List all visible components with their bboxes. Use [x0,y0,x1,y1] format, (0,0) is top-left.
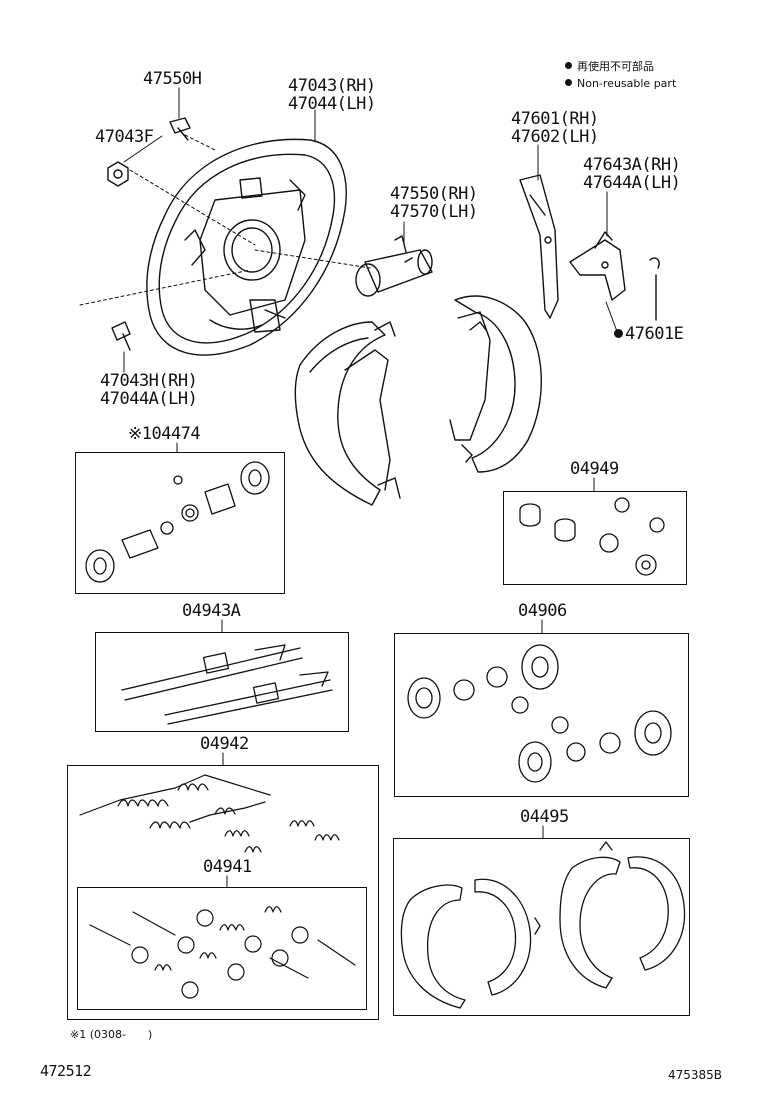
label-04474: ※104474 [128,424,201,444]
kit-box-04495 [393,838,690,1016]
kit-box-04942 [67,765,379,1020]
label-04949: 04949 [570,459,619,479]
legend-en: Non-reusable part [565,77,676,91]
label-47044-lh: 47044(LH) [288,94,376,114]
parking-lever-drawing [519,174,559,319]
label-47601-rh: 47601(RH) [511,109,599,129]
label-04906: 04906 [518,601,567,621]
kit-04941-parts [89,906,356,999]
label-47043-rh: 47043(RH) [288,76,376,96]
code-left: 472512 [40,1062,92,1080]
label-47643a-rh: 47643A(RH) [583,155,681,175]
label-47550h: 47550H [143,69,202,89]
kit-box-04474 [75,452,285,594]
kit-04474-parts [85,461,270,583]
kit-box-04949 [503,491,687,585]
label-04495: 04495 [520,807,569,827]
backing-plate-drawing [146,138,347,356]
wheel-cylinder-drawing [355,235,433,297]
kit-box-04941 [77,887,367,1010]
non-reusable-bullet-icon [614,329,623,338]
kit-box-04906 [394,633,689,797]
label-47601e: 47601E [614,325,684,343]
kit-04495-shoes [400,841,686,1009]
kit-box-04943a [95,632,349,732]
kit-04943a-parts [121,644,333,725]
brake-shoe-right-drawing [449,295,542,473]
label-04942: 04942 [200,734,249,754]
adjuster-lever-drawing [569,231,660,321]
label-04943a: 04943A [182,601,241,621]
kit-04906-parts [407,644,672,783]
label-04941: 04941 [203,857,252,877]
leader-lines-plate [79,134,371,306]
code-right: 475385B [668,1068,723,1082]
nut-47043f-drawing [107,161,129,187]
bullet-icon [565,79,572,86]
label-47044a-lh: 47044A(LH) [100,389,198,409]
brake-shoe-left-drawing [294,321,401,506]
bolt-47550h-drawing [169,117,191,141]
label-47043f: 47043F [95,127,154,147]
legend-jp: 再使用不可部品 [565,60,654,74]
label-leader-lines [123,87,619,888]
label-47644a-lh: 47644A(LH) [583,173,681,193]
label-47043h-rh: 47043H(RH) [100,371,198,391]
bolt-47043h-drawing [111,321,131,351]
label-47550-rh: 47550(RH) [390,184,478,204]
footnote: ※1 (0308- ) [70,1028,153,1041]
label-47602-lh: 47602(LH) [511,127,599,147]
bullet-icon [565,62,572,69]
kit-04949-parts [519,497,665,576]
label-47570-lh: 47570(LH) [390,202,478,222]
kit-04942-springs [79,774,340,853]
